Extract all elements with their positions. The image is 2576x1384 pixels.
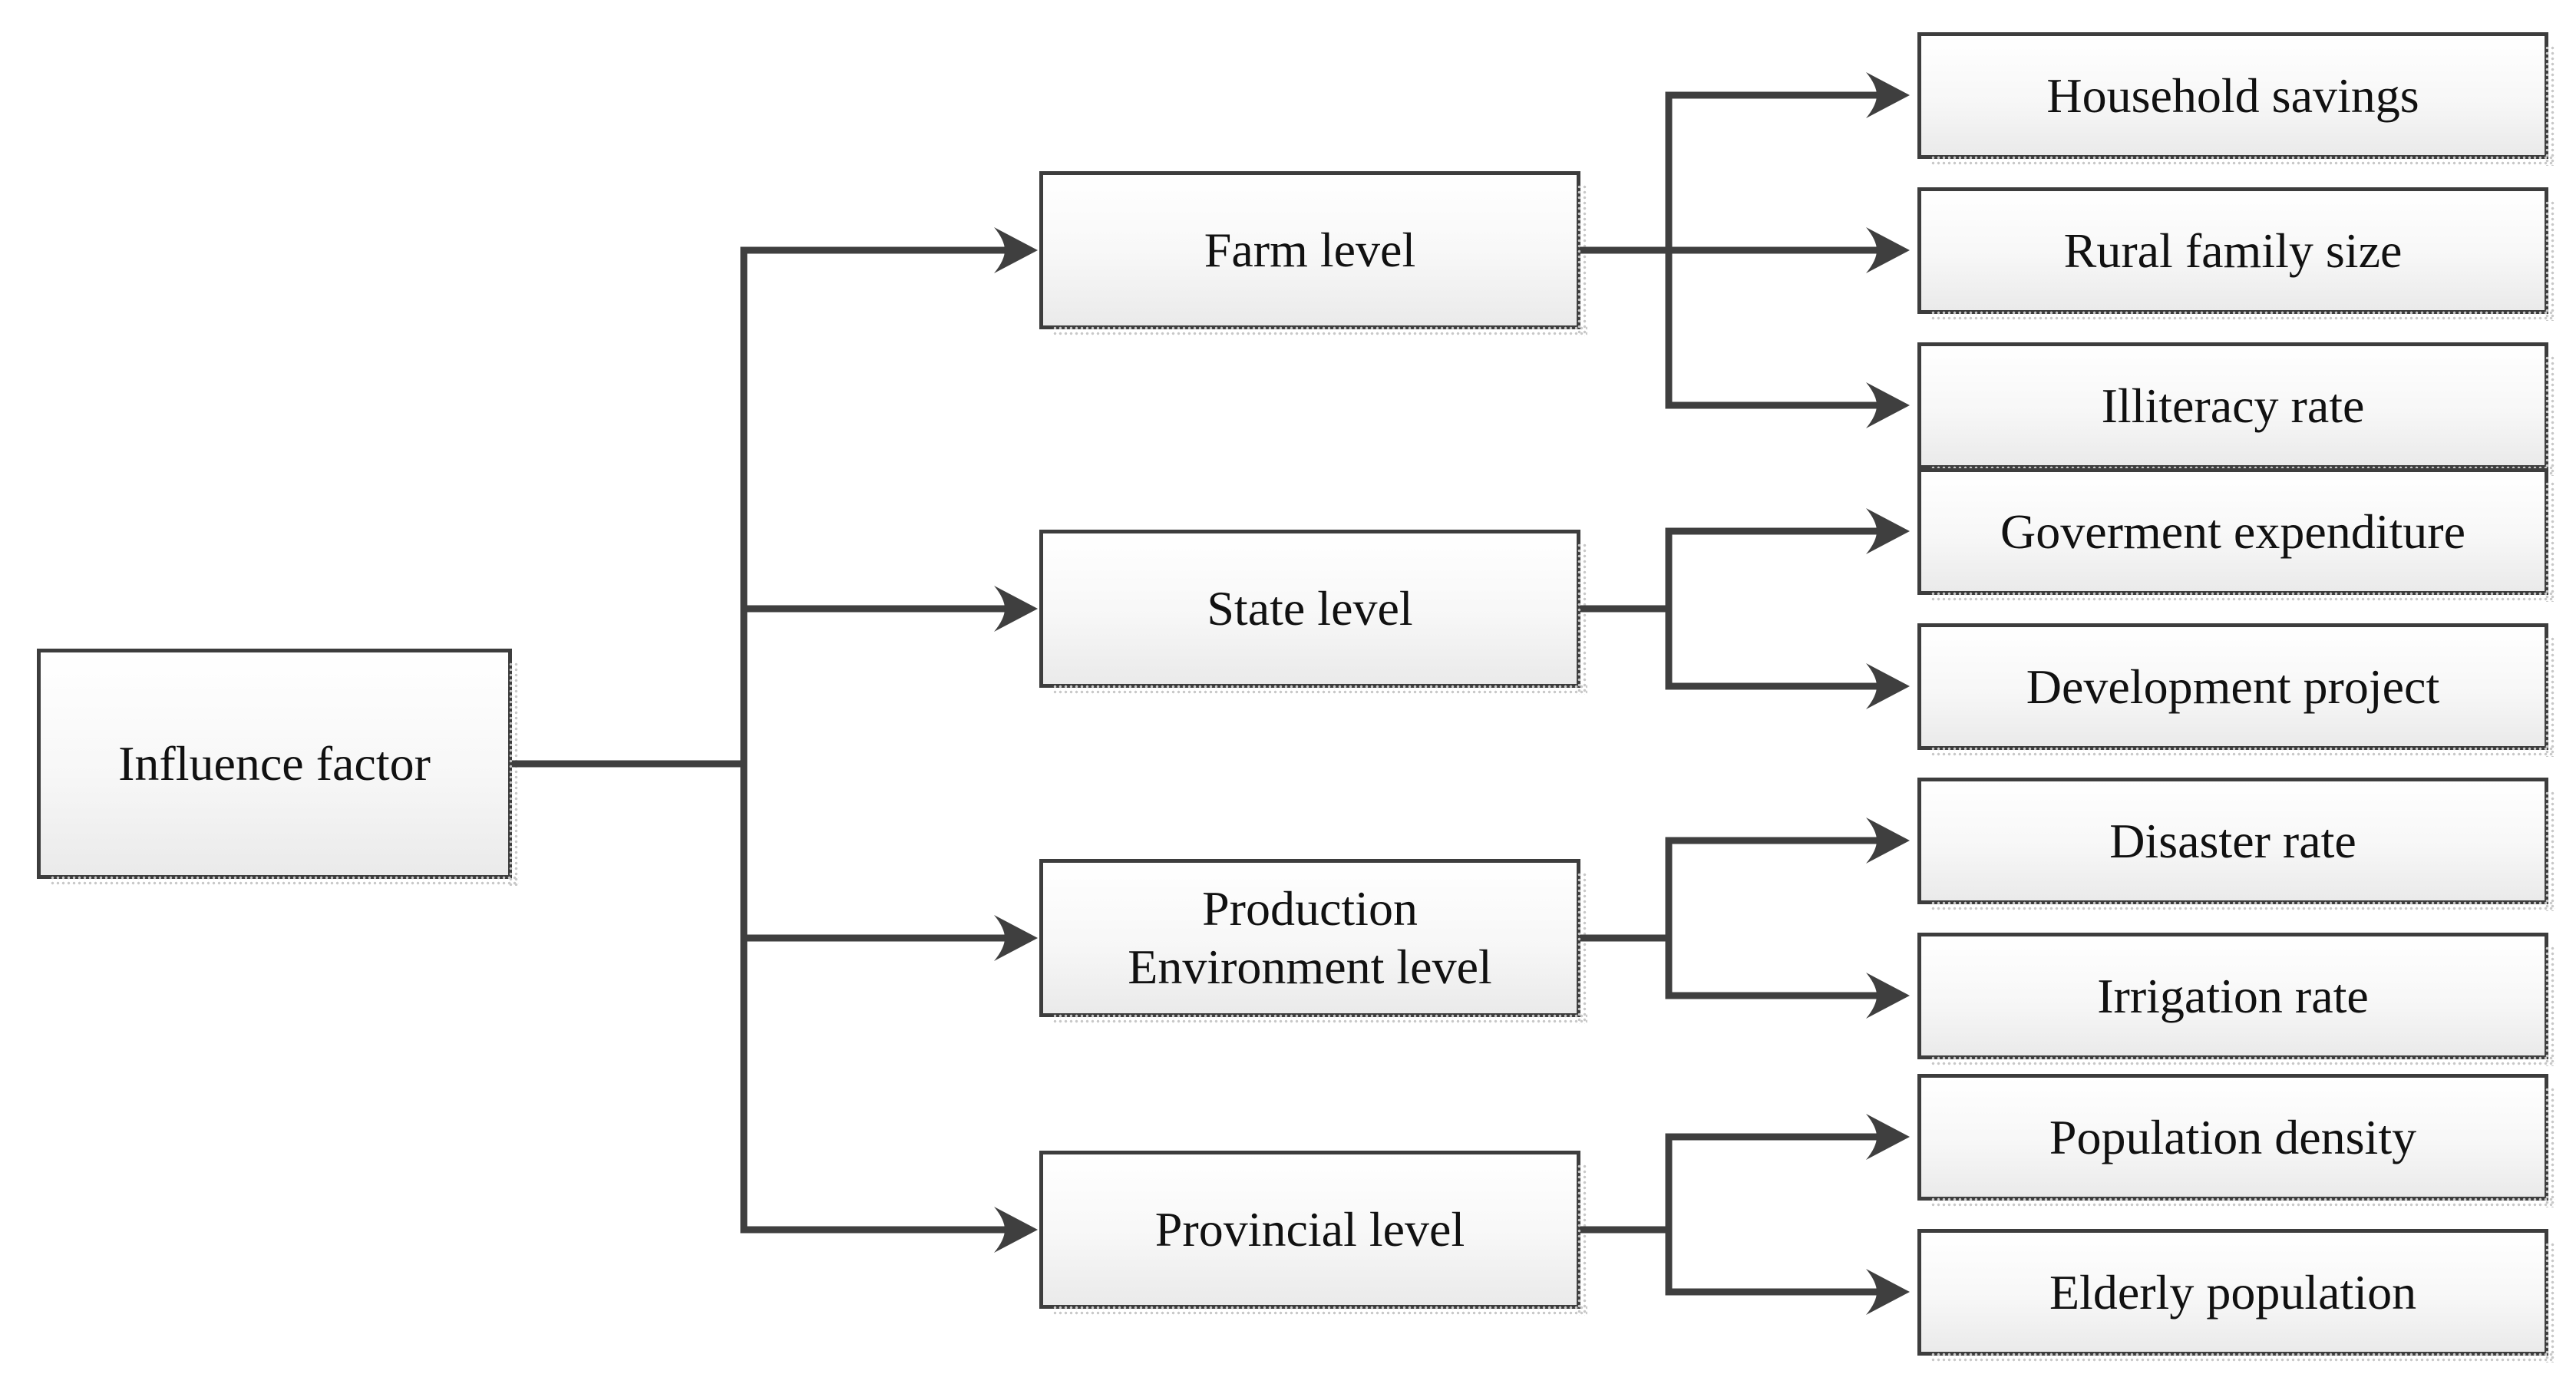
node-influence-factor-label: Influence factor — [118, 736, 431, 791]
arrowhead-population-density-icon — [1866, 1114, 1910, 1160]
arrowhead-state-level-icon — [994, 586, 1038, 632]
arrowhead-farm-level-icon — [994, 227, 1038, 273]
node-production-environment-level: Production Environment level — [1039, 859, 1587, 1024]
arrowhead-elderly-population-icon — [1866, 1269, 1910, 1315]
arrowhead-development-project-icon — [1866, 663, 1910, 709]
node-state-level: State level — [1039, 530, 1587, 695]
node-goverment-expenditure-label: Goverment expenditure — [2000, 504, 2465, 559]
node-irrigation-rate: Irrigation rate — [1917, 933, 2555, 1066]
node-elderly-population-label: Elderly population — [2049, 1264, 2417, 1320]
arrowhead-goverment-expenditure-icon — [1866, 508, 1910, 554]
node-development-project-label: Development project — [2026, 659, 2440, 714]
node-state-level-label: State level — [1207, 581, 1413, 636]
node-influence-factor: Influence factor — [37, 649, 519, 886]
node-rural-family-size-label: Rural family size — [2063, 223, 2403, 278]
node-household-savings-label: Household savings — [2046, 68, 2419, 123]
node-population-density: Population density — [1917, 1074, 2555, 1207]
arrowhead-production-level-icon — [994, 915, 1038, 961]
node-household-savings: Household savings — [1917, 32, 2555, 166]
node-provincial-level-label: Provincial level — [1154, 1202, 1465, 1257]
arrowhead-irrigation-rate-icon — [1866, 973, 1910, 1019]
node-disaster-rate: Disaster rate — [1917, 778, 2555, 911]
node-rural-family-size: Rural family size — [1917, 187, 2555, 321]
node-elderly-population: Elderly population — [1917, 1229, 2555, 1363]
node-illiteracy-rate: Illiteracy rate — [1917, 342, 2555, 476]
node-farm-level: Farm level — [1039, 171, 1587, 336]
arrowhead-rural-family-size-icon — [1866, 227, 1910, 273]
arrowhead-disaster-rate-icon — [1866, 818, 1910, 864]
arrowhead-household-savings-icon — [1866, 72, 1910, 118]
node-provincial-level: Provincial level — [1039, 1151, 1587, 1316]
node-development-project: Development project — [1917, 623, 2555, 757]
arrowhead-illiteracy-rate-icon — [1866, 382, 1910, 428]
node-disaster-rate-label: Disaster rate — [2109, 813, 2356, 868]
node-production-environment-level-label: Production Environment level — [1128, 881, 1492, 994]
node-farm-level-label: Farm level — [1204, 223, 1416, 278]
node-illiteracy-rate-label: Illiteracy rate — [2101, 378, 2365, 433]
node-goverment-expenditure: Goverment expenditure — [1917, 468, 2555, 602]
node-population-density-label: Population density — [2049, 1109, 2417, 1164]
node-irrigation-rate-label: Irrigation rate — [2097, 968, 2369, 1023]
arrowhead-provincial-level-icon — [994, 1207, 1038, 1253]
